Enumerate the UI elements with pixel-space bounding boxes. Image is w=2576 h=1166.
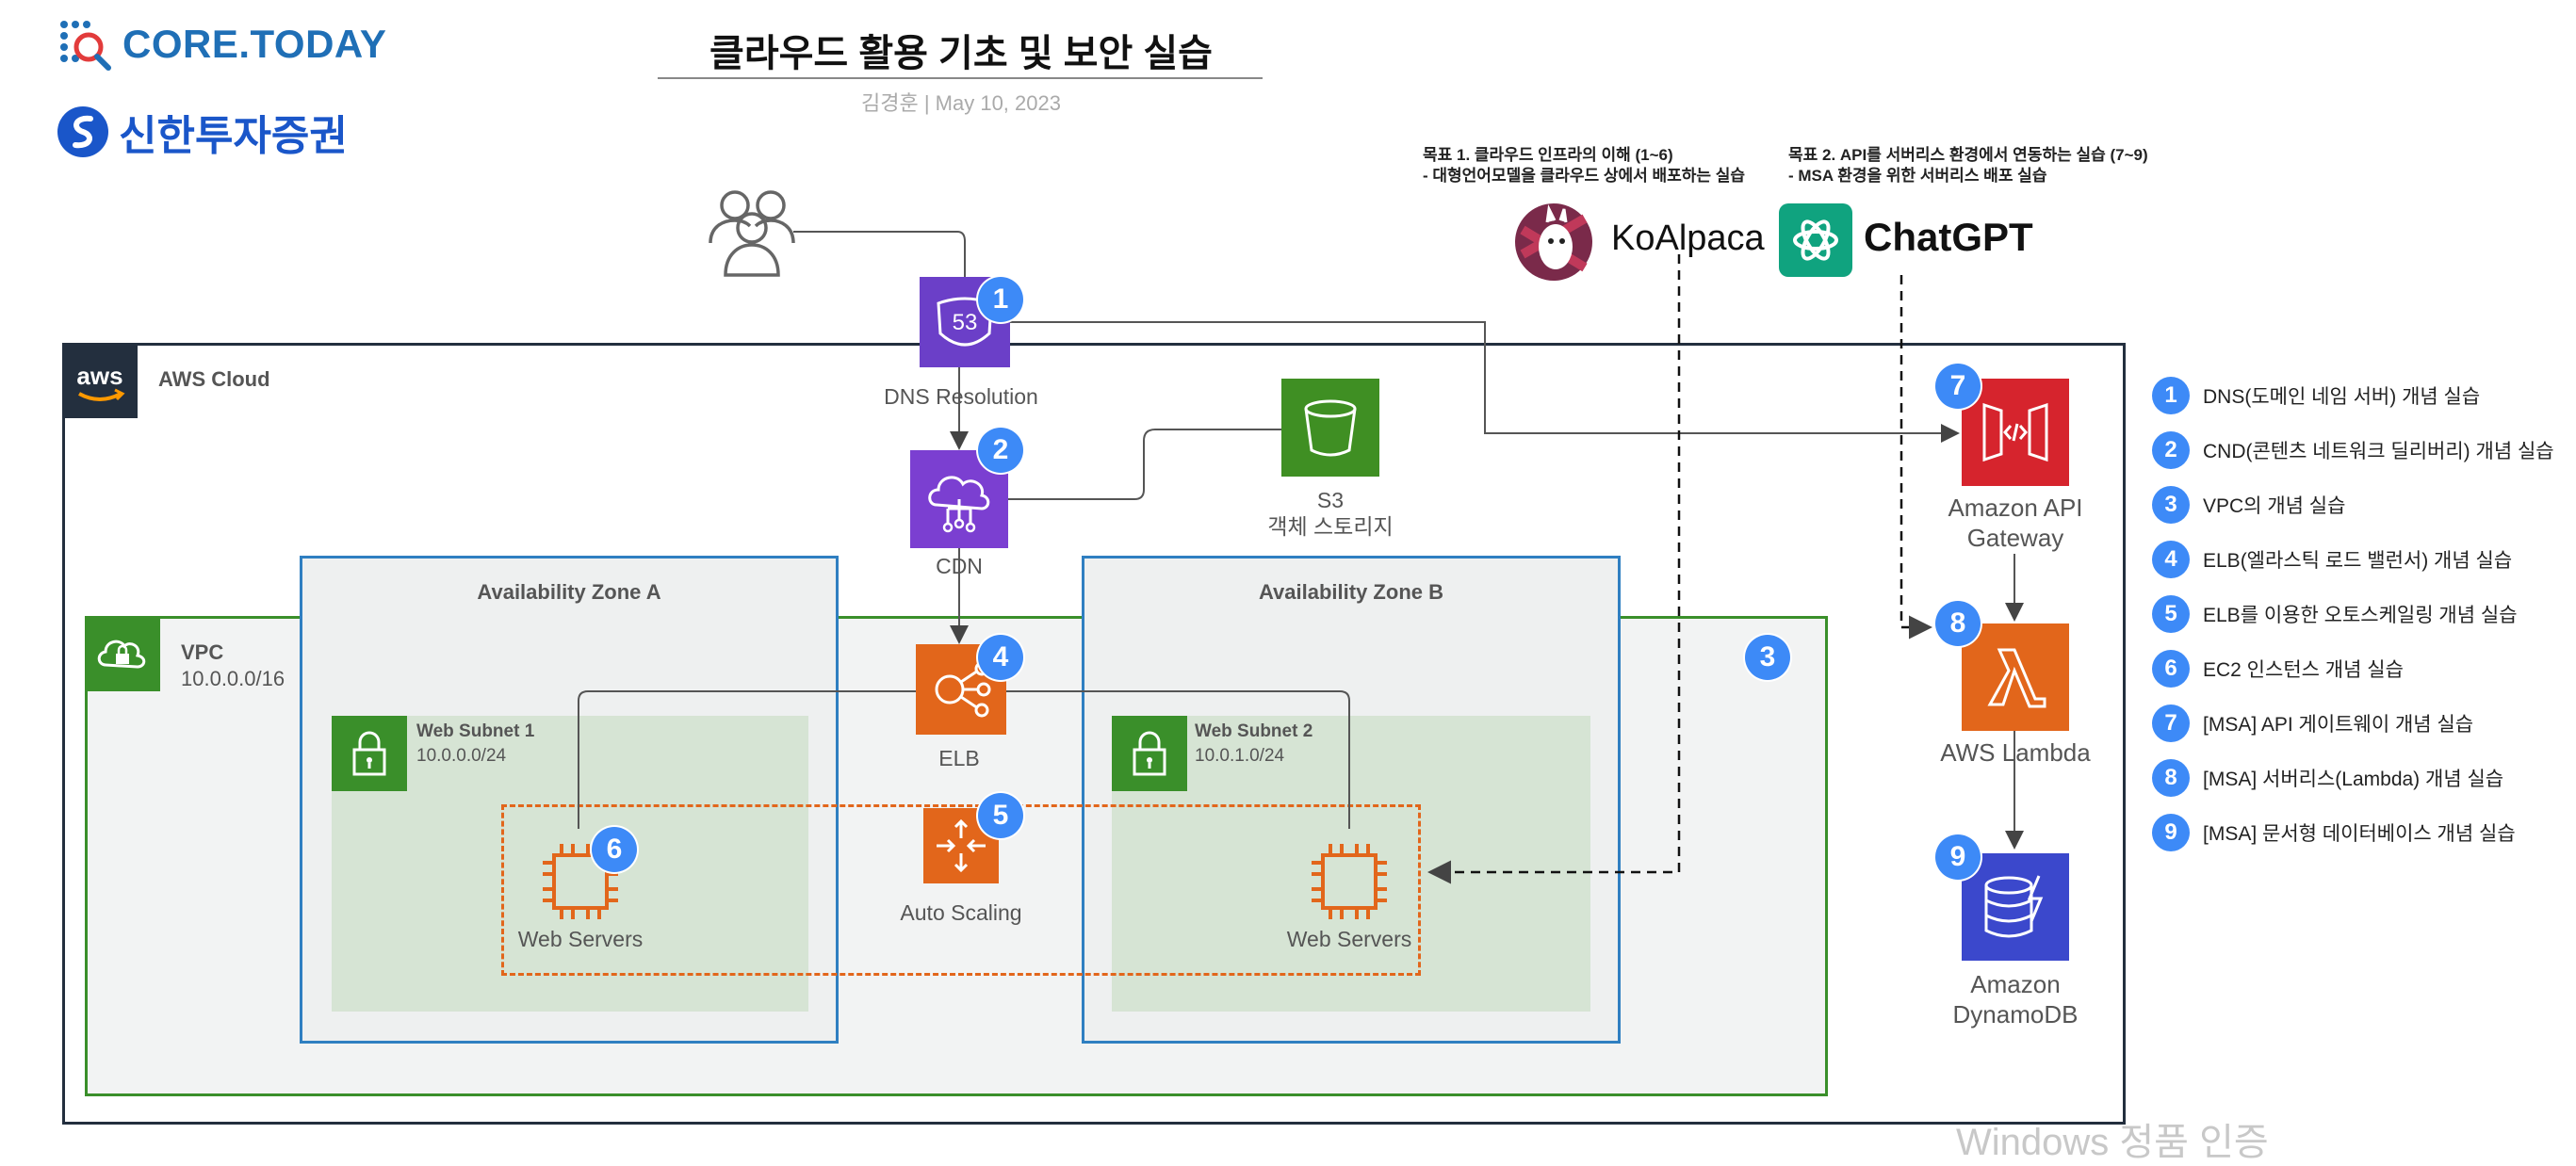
vpc-cidr: 10.0.0.0/16 (181, 667, 285, 690)
legend-number: 4 (2152, 541, 2190, 578)
api-gateway-icon[interactable] (1962, 379, 2069, 486)
goal2-line2: - MSA 환경을 위한 서버리스 배포 실습 (1788, 167, 2047, 185)
lambda-icon[interactable] (1962, 623, 2069, 731)
page-title: 클라우드 활용 기초 및 보안 실습 (709, 33, 1213, 74)
legend-text: ELB를 이용한 오토스케일링 개념 실습 (2203, 605, 2518, 626)
svg-text:53: 53 (953, 310, 978, 335)
legend-text: [MSA] API 게이트웨이 개념 실습 (2203, 714, 2474, 736)
subnet1-cidr: 10.0.0.0/24 (416, 746, 507, 766)
autoscaling-group (501, 804, 1421, 976)
s3-bucket-icon[interactable] (1281, 379, 1379, 477)
web-subnet-1 (332, 716, 808, 1012)
legend-text: DNS(도메인 네임 서버) 개념 실습 (2203, 386, 2481, 408)
legend-text: CND(콘텐츠 네트워크 딜리버리) 개념 실습 (2203, 441, 2554, 462)
koalpaca-label: KoAlpaca (1611, 219, 1765, 258)
subnet2-cidr: 10.0.1.0/24 (1195, 746, 1285, 766)
dynamo-label-line1: Amazon (1970, 970, 2061, 998)
shinhan-brand: 신한투자증권 (57, 102, 348, 162)
subnet-lock-icon (332, 716, 407, 791)
page-subtitle: 김경훈 | May 10, 2023 (861, 91, 1061, 115)
badge-1: 1 (978, 277, 1023, 322)
goal1-line2: - 대형언어모델을 클라우드 상에서 배포하는 실습 (1423, 167, 1746, 185)
vpc-lock-icon (85, 616, 160, 691)
aws-cloud-boundary (62, 343, 2126, 1125)
elb-label: ELB (938, 746, 980, 770)
lambda-label: AWS Lambda (1940, 738, 2091, 767)
goal1-line1: 목표 1. 클라우드 인프라의 이해 (1~6) (1423, 146, 1673, 164)
legend-item: 9 [MSA] 문서형 데이터베이스 개념 실습 (2152, 814, 2516, 851)
sponsor-name: 신한투자증권 (119, 113, 348, 159)
legend-number: 1 (2152, 377, 2190, 414)
users-icon (705, 185, 799, 279)
legend-number: 2 (2152, 431, 2190, 469)
autoscaling-label: Auto Scaling (900, 900, 1022, 925)
legend-text: ELB(엘라스틱 로드 밸런서) 개념 실습 (2203, 550, 2513, 572)
badge-5: 5 (978, 793, 1023, 838)
legend-item: 2 CND(콘텐츠 네트워크 딜리버리) 개념 실습 (2152, 431, 2554, 469)
cdn-label: CDN (936, 554, 983, 578)
core-today-logo-icon (60, 21, 111, 71)
ec2-chip-icon[interactable] (1304, 836, 1394, 927)
dns-label: DNS Resolution (884, 384, 1038, 409)
aws-logo-text: aws (76, 362, 122, 390)
badge-4: 4 (978, 635, 1023, 680)
badge-7: 7 (1935, 364, 1981, 409)
legend-item: 4 ELB(엘라스틱 로드 밸런서) 개념 실습 (2152, 541, 2512, 578)
legend-item: 8 [MSA] 서버리스(Lambda) 개념 실습 (2152, 759, 2503, 797)
dynamo-label-line2: DynamoDB (1952, 1000, 2079, 1028)
legend-item: 5 ELB를 이용한 오토스케일링 개념 실습 (2152, 595, 2518, 633)
subnet2-label: Web Subnet 2 (1195, 721, 1313, 741)
web-servers-a-label: Web Servers (517, 927, 644, 951)
goal2-line1: 목표 2. API를 서버리스 환경에서 연동하는 실습 (7~9) (1788, 146, 2148, 164)
dynamodb-icon[interactable] (1962, 853, 2069, 961)
aws-cloud-label: AWS Cloud (158, 367, 270, 391)
chatgpt-label: ChatGPT (1864, 215, 2033, 259)
koalpaca-logo-icon (1513, 202, 1594, 283)
apigw-label-line1: Amazon API (1948, 494, 2083, 522)
s3-label-line2: 객체 스토리지 (1267, 514, 1394, 539)
brand-name: CORE.TODAY (122, 22, 387, 66)
legend-text: VPC의 개념 실습 (2203, 495, 2346, 517)
legend-number: 7 (2152, 704, 2190, 742)
badge-3: 3 (1745, 635, 1790, 680)
badge-9: 9 (1935, 834, 1981, 880)
title-divider (658, 77, 1263, 79)
badge-6: 6 (592, 827, 637, 872)
legend-item: 1 DNS(도메인 네임 서버) 개념 실습 (2152, 377, 2480, 414)
badge-2: 2 (978, 428, 1023, 473)
legend-text: EC2 인스턴스 개념 실습 (2203, 659, 2404, 681)
legend-item: 3 VPC의 개념 실습 (2152, 486, 2345, 524)
aws-logo-icon: aws (62, 343, 138, 418)
legend-number: 8 (2152, 759, 2190, 797)
legend-number: 5 (2152, 595, 2190, 633)
vpc-label: VPC (181, 640, 224, 664)
windows-activation-watermark: Windows 정품 인증 (1956, 1122, 2269, 1163)
chatgpt-logo-icon (1779, 203, 1852, 277)
legend-item: 6 EC2 인스턴스 개념 실습 (2152, 650, 2404, 688)
web-servers-b-label: Web Servers (1286, 927, 1412, 951)
apigw-label-line2: Gateway (1966, 524, 2064, 552)
s3-label-line1: S3 (1316, 488, 1345, 512)
legend-number: 9 (2152, 814, 2190, 851)
web-subnet-2 (1112, 716, 1590, 1012)
ec2-chip-icon[interactable] (535, 836, 626, 927)
subnet-lock-icon (1112, 716, 1187, 791)
badge-8: 8 (1935, 601, 1981, 646)
subnet1-label: Web Subnet 1 (416, 721, 535, 741)
legend-item: 7 [MSA] API 게이트웨이 개념 실습 (2152, 704, 2473, 742)
core-today-brand: CORE.TODAY (57, 17, 386, 72)
legend-text: [MSA] 문서형 데이터베이스 개념 실습 (2203, 823, 2516, 845)
az-b-title: Availability Zone B (1258, 580, 1443, 604)
legend-number: 3 (2152, 486, 2190, 524)
legend-number: 6 (2152, 650, 2190, 688)
legend-text: [MSA] 서버리스(Lambda) 개념 실습 (2203, 769, 2504, 790)
shinhan-logo-icon (57, 106, 108, 157)
az-a-title: Availability Zone A (477, 580, 661, 604)
